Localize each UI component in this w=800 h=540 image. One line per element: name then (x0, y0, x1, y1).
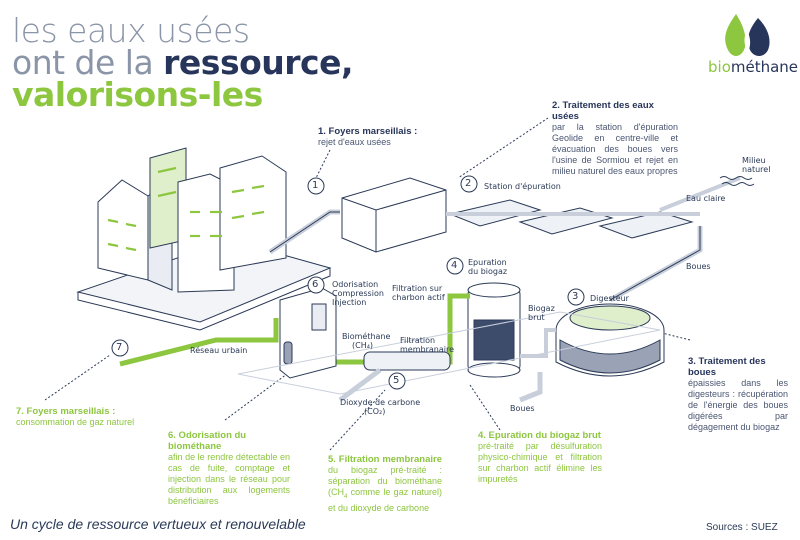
step-6-title: 6. Odorisation du biométhane (168, 430, 247, 452)
label-odorisation-3: Injection (332, 298, 367, 307)
label-eau-claire: Eau claire (686, 194, 726, 203)
leader-lines (44, 117, 691, 451)
step-2-body: par la station d'épuration Geolide en ce… (552, 122, 678, 176)
step-6-body: afin de le rendre détectable en cas de f… (168, 452, 290, 506)
step-1-title: 1. Foyers marseillais : (318, 126, 418, 137)
step-circle-1 (307, 177, 325, 195)
label-digesteur: Digesteur (590, 294, 629, 303)
step-4-title: 4. Epuration du biogaz brut (478, 430, 601, 441)
title-line-1: les eaux usées (12, 11, 250, 50)
label-biomethane-1: Biométhane (342, 332, 391, 341)
label-co2: Dioxyde de carbone(CO₂) (340, 398, 420, 416)
title-line-2: ont de la ressource, (12, 43, 354, 82)
logo-wordmark: biométhane (708, 58, 798, 76)
label-biomethane-2: (CH₄) (352, 341, 374, 350)
step-5-body-post: comme le gaz naturel) et du dioxyde de c… (328, 487, 442, 513)
step-4-text: 4. Epuration du biogaz brut pré-traité p… (478, 430, 602, 485)
step-circle-6 (307, 276, 325, 294)
label-epuration-1: Epuration (468, 258, 507, 267)
label-milieu-2: naturel (742, 165, 771, 174)
step-6-text: 6. Odorisation du biométhane afin de le … (168, 430, 290, 507)
label-biogaz-brut-1: Biogaz (528, 304, 555, 313)
step-5-body: 5. Filtration membranaire du biogaz pré-… (328, 454, 442, 513)
step-number-1: 1 (312, 180, 319, 191)
step-7-title: 7. Foyers marseillais : (16, 406, 116, 417)
label-co2-1: Dioxyde de carbone (340, 398, 421, 407)
step-5-body-pre: du biogaz pré-traité : séparation du bio… (328, 465, 442, 497)
step-number-6: 6 (312, 279, 319, 290)
step-2-text: 2. Traitement des eaux usées par la stat… (552, 100, 678, 177)
label-odorisation-1: Odorisation (332, 280, 379, 289)
step-circle-5 (388, 372, 406, 390)
step-7-body: consommation de gaz naturel (16, 417, 135, 427)
step-number-5: 5 (393, 375, 400, 386)
label-reseau-urbain: Réseau urbain (190, 346, 248, 355)
step-number-3: 3 (572, 291, 579, 302)
title-line-2-bold: ressource, (163, 43, 354, 82)
step-3-body: épaissies dans les digesteurs : récupéra… (688, 378, 788, 432)
biomethane-logo-icon (725, 14, 770, 56)
step-1-text: 1. Foyers marseillais : rejet d'eaux usé… (318, 126, 458, 148)
logo-part-bio: bio (708, 58, 731, 76)
step-circle-2 (460, 175, 478, 193)
label-filtration-charbon-1: Filtration sur (392, 284, 443, 293)
step-7-text: 7. Foyers marseillais : consommation de … (16, 406, 144, 428)
label-odorisation-2: Compression (332, 289, 384, 298)
step-number-4: 4 (451, 260, 458, 271)
label-biogaz-brut-2: brut (528, 313, 545, 322)
title-line-2-pre: ont de la (12, 43, 164, 82)
label-epuration-2: du biogaz (468, 267, 508, 276)
step-circle-3 (567, 288, 585, 306)
label-boues-right: Boues (686, 262, 711, 271)
step-5-text: 5. Filtration membranaire du biogaz pré-… (328, 454, 442, 514)
title-line-3: valorisons-les (12, 75, 263, 114)
label-station: Station d'épuration (484, 182, 561, 191)
label-biomethane: Biométhane(CH₄) (342, 332, 390, 350)
step-2-title: 2. Traitement des eaux usées (552, 100, 654, 122)
label-milieu-1: Milieu (742, 156, 766, 165)
label-filtration-charbon-2: charbon actif (392, 293, 445, 302)
footer-tagline: Un cycle de ressource vertueux et renouv… (10, 516, 306, 532)
step-number-7: 7 (116, 342, 123, 353)
logo-part-methane: méthane (730, 58, 799, 76)
step-circle-4 (446, 257, 464, 275)
step-3-text: 3. Traitement des boues épaissies dans l… (688, 356, 788, 433)
step-circle-7 (111, 339, 129, 357)
label-filtration-membranaire-1: Filtration (400, 336, 436, 345)
label-co2-2: (CO₂) (364, 407, 386, 416)
label-boues-bottom: Boues (510, 404, 535, 413)
step-1-body: rejet d'eaux usées (318, 137, 391, 147)
step-4-body: pré-traité par désulfuration physico-chi… (478, 441, 602, 484)
sources-credit: Sources : SUEZ (706, 522, 778, 533)
step-5-title: 5. Filtration membranaire (328, 454, 442, 465)
step-number-2: 2 (465, 178, 472, 189)
step-3-title: 3. Traitement des boues (688, 356, 766, 378)
label-filtration-membranaire-2: membranaire (400, 345, 455, 354)
